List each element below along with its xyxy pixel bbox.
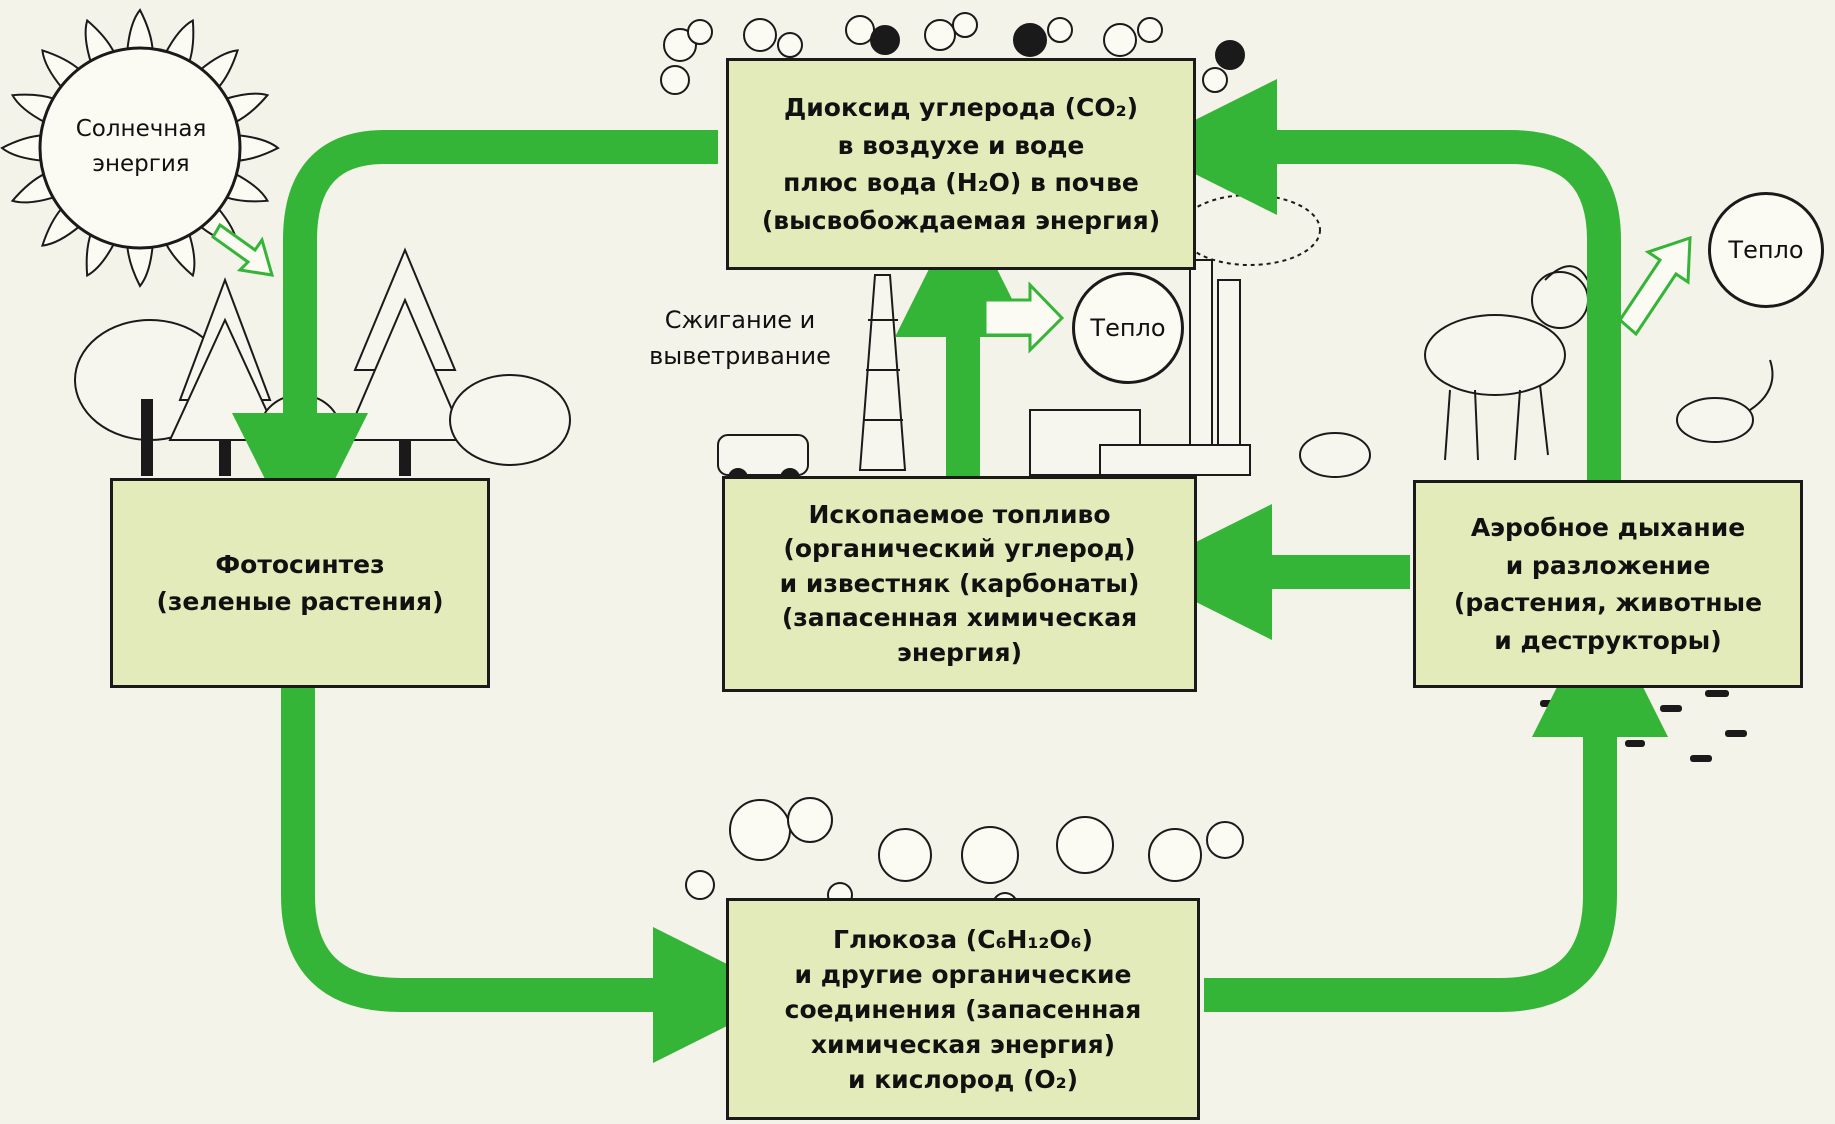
photosynthesis-to-glucose-arrow [281, 677, 789, 1063]
respiration-box: Аэробное дыхание и разложение (растения,… [1413, 480, 1803, 688]
respiration-line-2: и разложение [1505, 550, 1711, 580]
respiration-line-4: и деструкторы) [1494, 625, 1722, 655]
fossil-line-2: (органический углерод) [783, 534, 1136, 564]
heat-label-center: Тепло [1090, 314, 1166, 342]
respiration-line-3: (растения, животные [1453, 588, 1763, 617]
photosynthesis-box: Фотосинтез (зеленые растения) [110, 478, 490, 688]
fossil-line-5: энергия) [897, 637, 1022, 667]
photosynthesis-line-2: (зеленые растения) [156, 587, 444, 616]
fossil-line-4: (запасенная химическая [781, 603, 1138, 633]
glucose-line-3: соединения (запасенная [784, 994, 1142, 1024]
respiration-line-1: Аэробное дыхание [1470, 513, 1746, 542]
sun-label: Солнечная энергия [56, 112, 226, 181]
heat-label-right: Тепло [1728, 236, 1804, 264]
co2-molecules-illustration [660, 12, 1245, 95]
sun-ray [126, 244, 154, 288]
fossil-fuel-box: Ископаемое топливо (органический углерод… [722, 476, 1197, 692]
burning-label: Сжигание и выветривание [620, 302, 860, 374]
glucose-line-1: Глюкоза (C₆H₁₂O₆) [833, 924, 1093, 954]
heat-circle-center: Тепло [1072, 272, 1184, 384]
glucose-molecules-illustration [685, 797, 1244, 918]
sun-label-line-1: Солнечная [75, 116, 207, 142]
glucose-line-4: химическая энергия) [810, 1029, 1116, 1059]
trees-illustration [74, 247, 571, 476]
animals-illustration [1299, 265, 1774, 762]
heat-arrow-right [1618, 235, 1692, 337]
co2-line-1: Диоксид углерода (CO₂) [783, 93, 1139, 122]
co2-line-2: в воздухе и воде [837, 130, 1085, 160]
glucose-line-2: и другие органические [794, 959, 1132, 989]
burning-label-line-1: Сжигание и [664, 306, 816, 334]
co2-to-photosynthesis-arrow [232, 130, 718, 549]
heat-arrow-center [983, 281, 1065, 354]
fossil-line-3: и известняк (карбонаты) [779, 568, 1140, 598]
co2-line-4: (высвобождаемая энергия) [761, 205, 1161, 235]
sun-label-line-2: энергия [92, 150, 190, 177]
co2-box: Диоксид углерода (CO₂) в воздухе и воде … [726, 58, 1196, 270]
heat-circle-right: Тепло [1708, 192, 1824, 308]
glucose-box: Глюкоза (C₆H₁₂O₆) и другие органические … [726, 898, 1200, 1120]
glucose-to-respiration-arrow [1204, 601, 1668, 1012]
co2-line-3: плюс вода (H₂O) в почве [783, 168, 1139, 197]
fossil-line-1: Ископаемое топливо [808, 499, 1111, 529]
sun-ray [0, 134, 44, 162]
sun-ray [236, 134, 280, 162]
sun-energy-arrow [211, 222, 275, 277]
burning-label-line-2: выветривание [649, 342, 831, 370]
photosynthesis-line-1: Фотосинтез [215, 549, 385, 579]
glucose-line-5: и кислород (O₂) [847, 1064, 1079, 1094]
respiration-to-co2-arrow [1141, 79, 1621, 487]
sun-ray [126, 8, 154, 52]
